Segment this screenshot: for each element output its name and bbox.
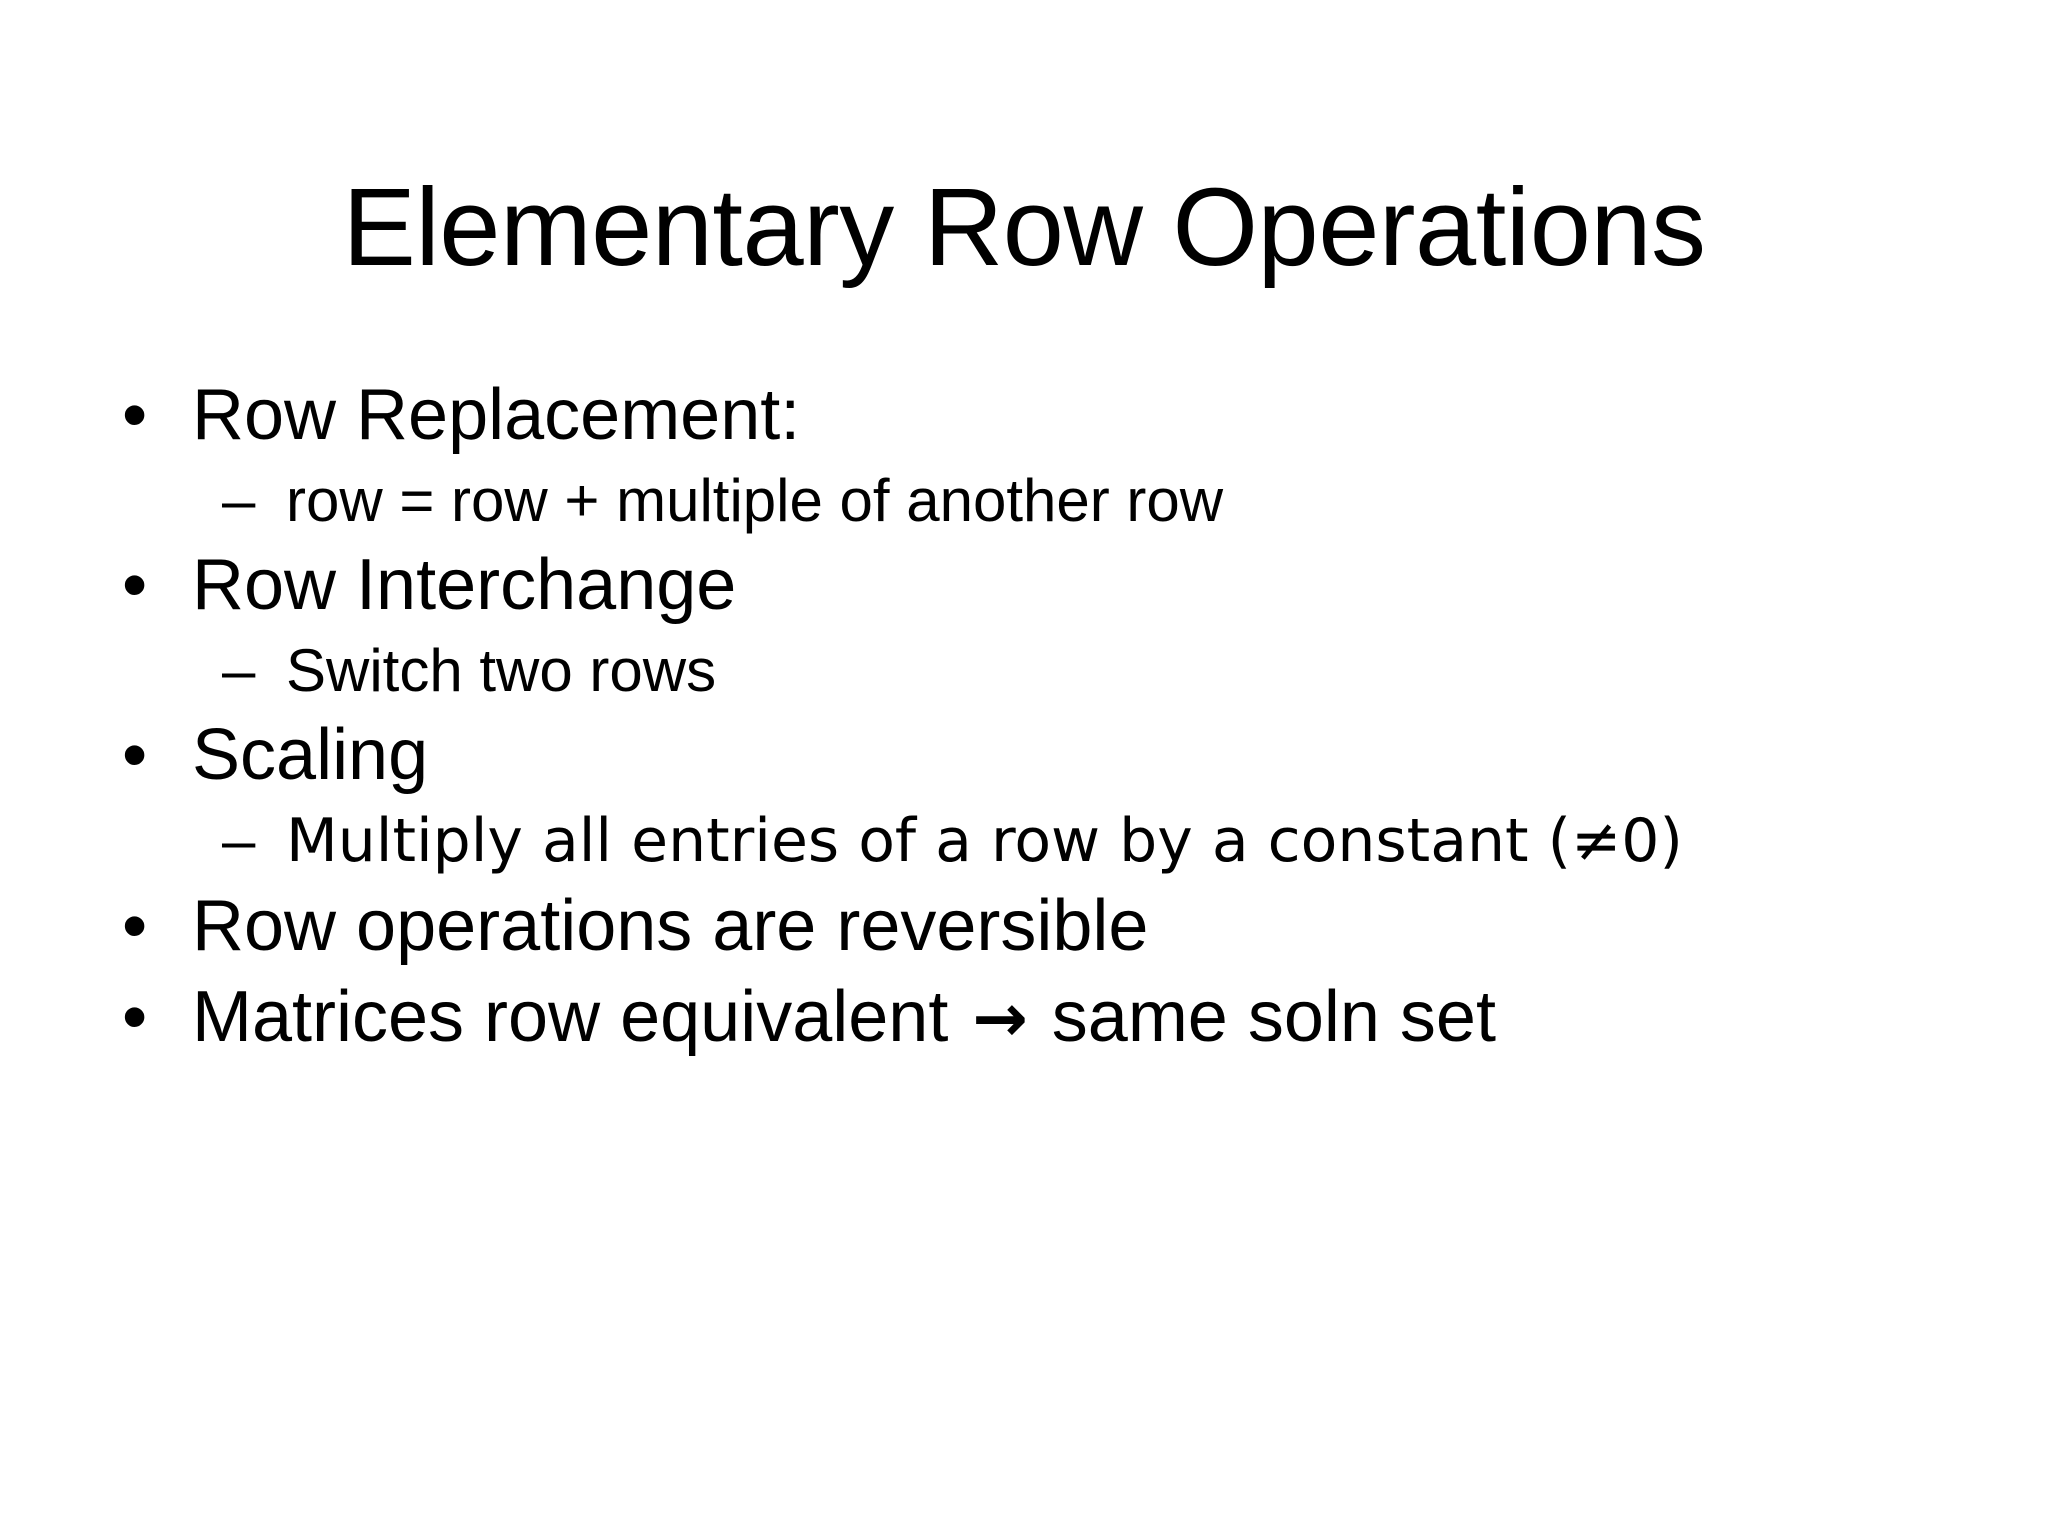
bullet-marker-dash: – (222, 466, 256, 534)
sub-bullet-item-row-replacement-detail: – row = row + multiple of another row (0, 464, 2048, 538)
bullet-text: Scaling (192, 715, 429, 796)
bullet-item-scaling: • Scaling (0, 712, 2048, 800)
bullet-text: Matrices row equivalent → same soln set (192, 974, 1496, 1062)
bullet-marker-dash: – (222, 637, 256, 705)
bullet-marker-dot: • (122, 885, 148, 966)
bullet-item-row-replacement: • Row Replacement: (0, 372, 2048, 460)
sub-bullet-text: row = row + multiple of another row (286, 466, 1224, 534)
bullet-item-row-interchange: • Row Interchange (0, 542, 2048, 630)
bullet-text: Row Replacement: (192, 375, 801, 455)
sub-bullet-text: Multiply all entries of a row by a const… (286, 806, 1683, 877)
bullet-marker-dot: • (122, 715, 148, 796)
sub-bullet-item-scaling-detail: – Multiply all entries of a row by a con… (0, 804, 2048, 878)
sub-bullet-item-row-interchange-detail: – Switch two rows (0, 634, 2048, 708)
bullet-item-row-equivalent: • Matrices row equivalent → same soln se… (0, 974, 2048, 1062)
bullet-text-part-before-arrow: Matrices row equivalent (192, 977, 969, 1058)
bullet-marker-dot: • (122, 977, 148, 1058)
bullet-marker-dot: • (122, 545, 148, 626)
sub-bullet-text: Switch two rows (286, 637, 717, 705)
slide-body-content-placeholder[interactable]: • Row Replacement: – row = row + multipl… (0, 372, 2048, 1066)
bullet-marker-dash: – (222, 807, 256, 875)
bullet-text: Row operations are reversible (192, 885, 1149, 966)
bullet-item-reversible: • Row operations are reversible (0, 883, 2048, 971)
slide-title: Elementary Row Operations (342, 165, 1706, 289)
bullet-text: Row Interchange (192, 545, 737, 626)
right-arrow-icon: → (972, 980, 1028, 1058)
bullet-text-part-after-arrow: same soln set (1031, 977, 1496, 1058)
bullet-marker-dot: • (122, 375, 148, 455)
